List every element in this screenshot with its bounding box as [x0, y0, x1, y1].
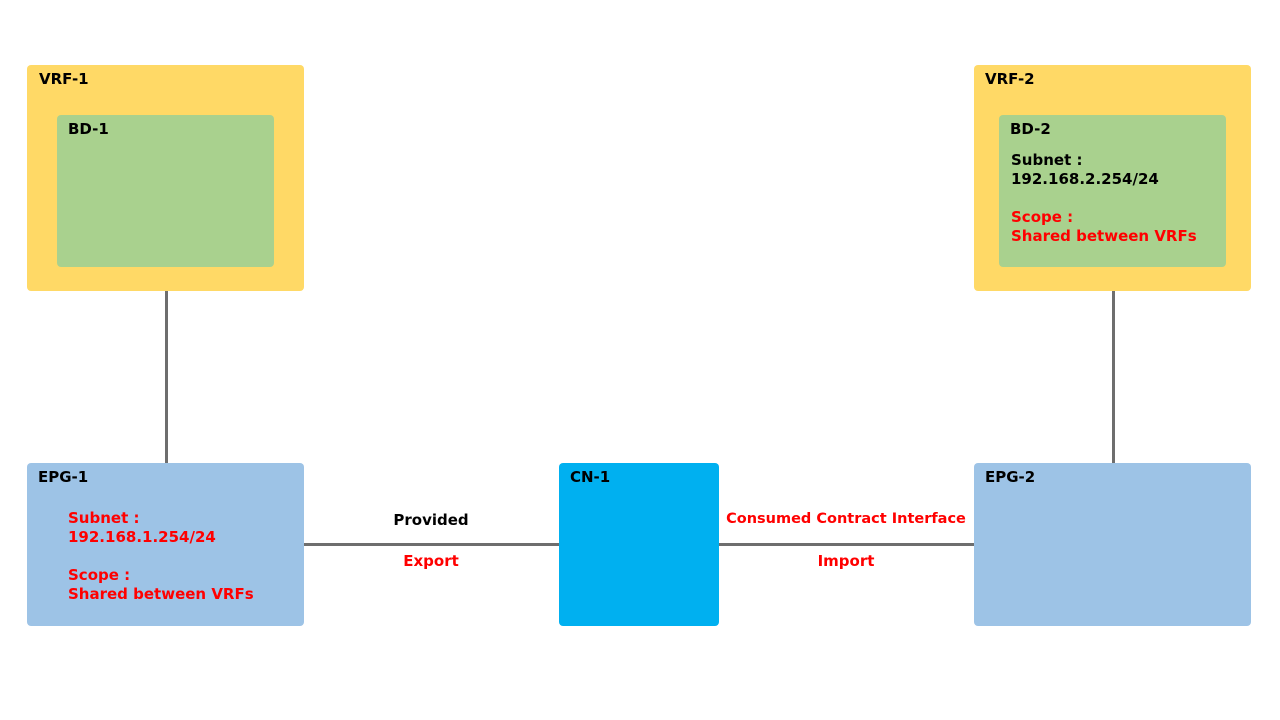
cn-1-container: CN-1: [559, 463, 719, 626]
export-label: Export: [403, 552, 459, 570]
cn-1-label: CN-1: [570, 468, 611, 486]
cn1-epg2-connector: [719, 543, 975, 546]
epg-1-subnet-value: 192.168.1.254/24: [68, 528, 216, 546]
provided-label: Provided: [393, 511, 469, 529]
bd-2-container: BD-2 Subnet : 192.168.2.254/24 Scope : S…: [999, 115, 1226, 267]
epg-1-subnet-label: Subnet :: [68, 509, 140, 527]
bd-2-scope-label: Scope :: [1011, 208, 1074, 226]
epg-2-label: EPG-2: [985, 468, 1036, 486]
epg-1-container: EPG-1 Subnet : 192.168.1.254/24 Scope : …: [27, 463, 304, 626]
epg-1-scope-value: Shared between VRFs: [68, 585, 254, 603]
bd-1-container: BD-1: [57, 115, 274, 267]
bd-2-subnet-value: 192.168.2.254/24: [1011, 170, 1159, 188]
bd-2-scope-value: Shared between VRFs: [1011, 227, 1197, 245]
epg-2-container: EPG-2: [974, 463, 1251, 626]
bd2-epg2-connector: [1112, 266, 1115, 463]
bd-1-label: BD-1: [68, 120, 109, 138]
vrf-2-label: VRF-2: [985, 70, 1035, 88]
import-label: Import: [817, 552, 875, 570]
epg1-cn1-connector: [303, 543, 559, 546]
bd-2-label: BD-2: [1010, 120, 1051, 138]
vrf-1-label: VRF-1: [39, 70, 89, 88]
bd-2-subnet-label: Subnet :: [1011, 151, 1083, 169]
epg-1-label: EPG-1: [38, 468, 89, 486]
bd1-epg1-connector: [165, 266, 168, 463]
epg-1-scope-label: Scope :: [68, 566, 131, 584]
consumed-contract-interface-label: Consumed Contract Interface: [726, 511, 966, 527]
